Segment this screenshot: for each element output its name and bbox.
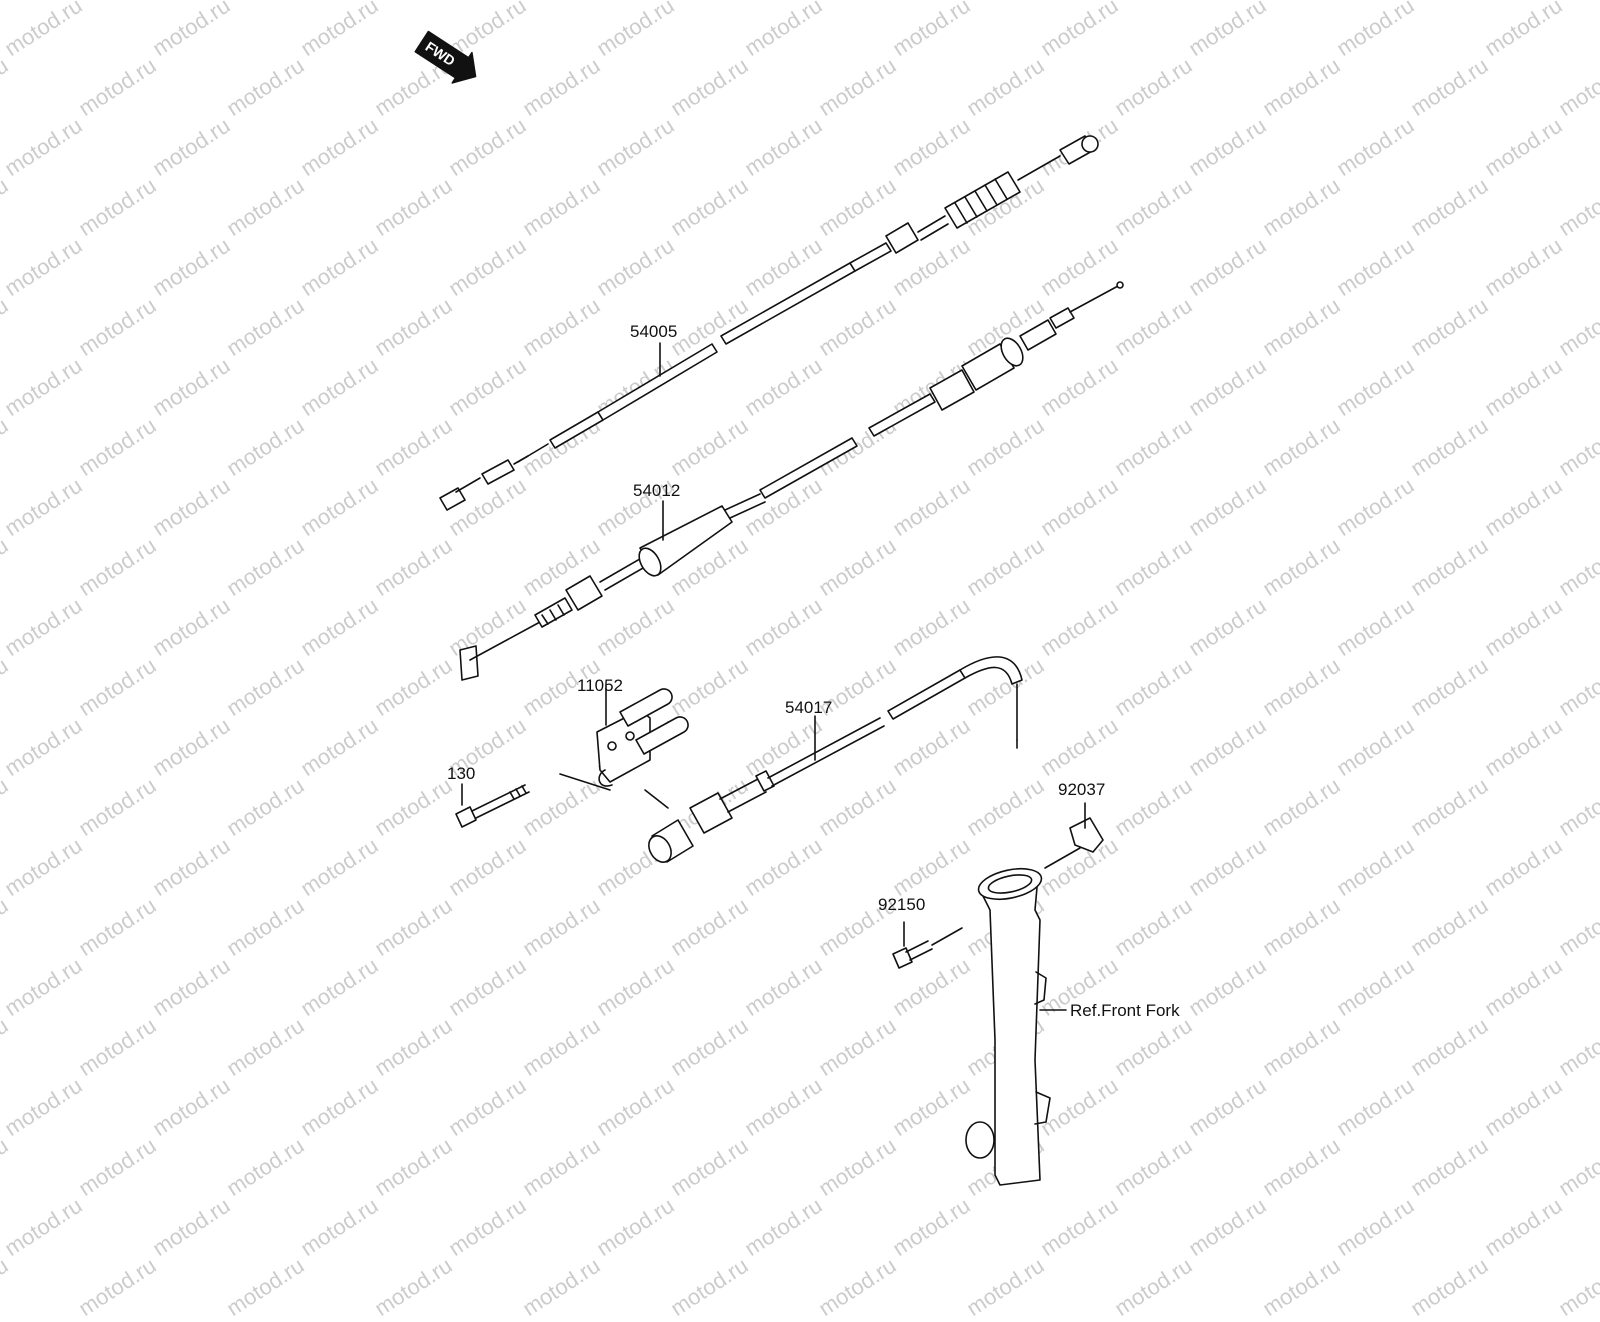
callout-130: 130 bbox=[447, 764, 476, 783]
front-fork-tube bbox=[965, 867, 1067, 1186]
watermark-text: motod.ru bbox=[74, 1252, 161, 1321]
watermark-text: motod.ru bbox=[1258, 1252, 1345, 1321]
watermark-text: motod.ru bbox=[1036, 1192, 1123, 1261]
watermark-text: motod.ru bbox=[518, 1252, 605, 1321]
fwd-badge: FWD bbox=[414, 30, 477, 84]
cable-54005 bbox=[439, 135, 1099, 511]
callout-54017: 54017 bbox=[785, 698, 833, 717]
watermark-text: motod.ru bbox=[370, 1252, 457, 1321]
watermark-text: motod.ru bbox=[296, 1192, 383, 1261]
watermark-text: motod.ru bbox=[0, 1252, 13, 1321]
watermark-text: motod.ru bbox=[962, 1252, 1049, 1321]
watermark-text: motod.ru bbox=[1110, 1252, 1197, 1321]
watermark-text: motod.ru bbox=[1184, 1192, 1271, 1261]
clamp-92037 bbox=[1044, 802, 1104, 869]
callout-54005: 54005 bbox=[630, 322, 678, 341]
watermark-text: motod.ru bbox=[1554, 1252, 1600, 1321]
callout-92037: 92037 bbox=[1058, 780, 1106, 799]
watermark-text: motod.ru bbox=[814, 1252, 901, 1321]
cable-54012 bbox=[459, 281, 1124, 681]
watermark-text: motod.ru bbox=[1480, 1192, 1567, 1261]
callout-11052: 11052 bbox=[577, 676, 624, 695]
watermark-text: motod.ru bbox=[1332, 1192, 1419, 1261]
watermark-text: motod.ru bbox=[888, 1192, 975, 1261]
callout-92150: 92150 bbox=[878, 895, 926, 914]
watermark-text: motod.ru bbox=[666, 1252, 753, 1321]
watermark-text: motod.ru bbox=[592, 1192, 679, 1261]
bolt-92150 bbox=[892, 921, 963, 969]
bolt-130 bbox=[455, 783, 530, 828]
watermark-text: motod.ru bbox=[740, 1192, 827, 1261]
cable-54017 bbox=[648, 656, 1023, 863]
watermark-text: motod.ru bbox=[222, 1252, 309, 1321]
callout-54012: 54012 bbox=[633, 481, 681, 500]
watermark-text: motod.ru bbox=[148, 1192, 235, 1261]
bracket-11052 bbox=[559, 685, 689, 809]
diagram-drawing: FWD bbox=[414, 30, 1124, 1186]
watermark-text: motod.ru bbox=[1406, 1252, 1493, 1321]
callout-ref-front-fork: Ref.Front Fork bbox=[1070, 1001, 1180, 1020]
watermark-text: motod.ru bbox=[444, 1192, 531, 1261]
watermark-text: motod.ru bbox=[0, 1192, 87, 1261]
